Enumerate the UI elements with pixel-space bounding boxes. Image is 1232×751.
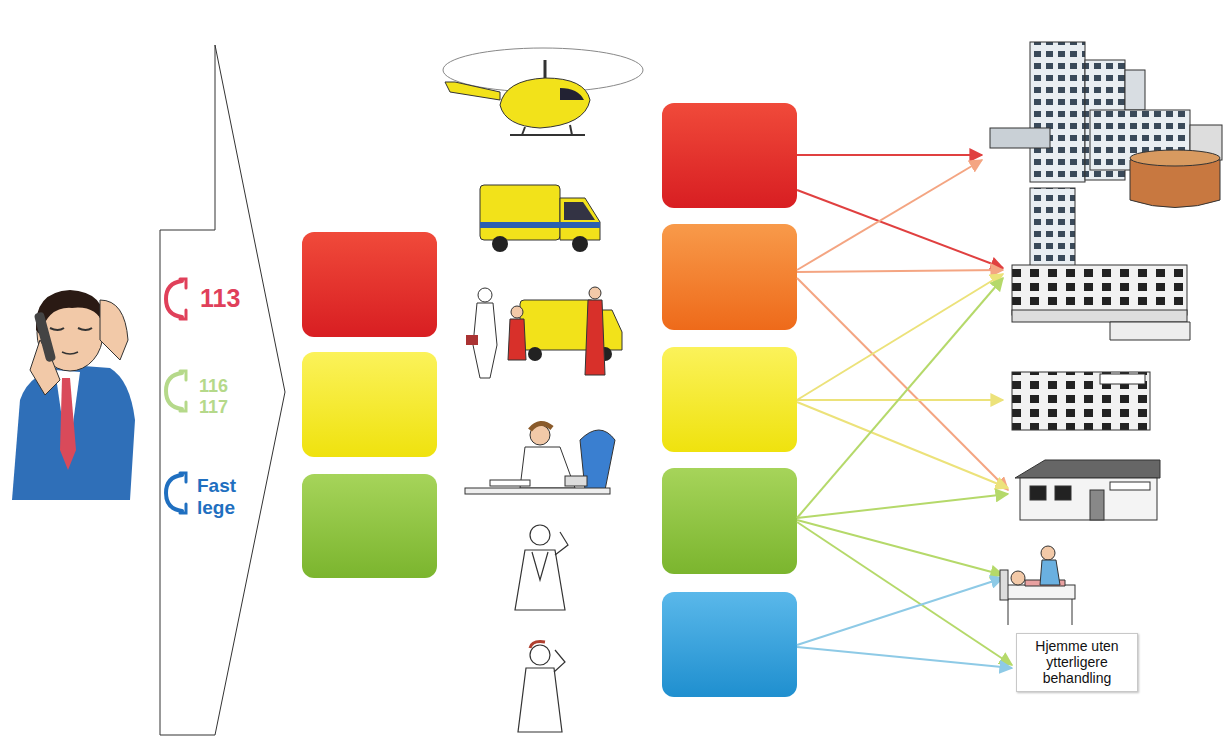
hospital-icon bbox=[1012, 188, 1190, 340]
nurse-icon bbox=[518, 642, 565, 732]
emergency-team-icon bbox=[466, 287, 622, 378]
triage-box bbox=[302, 232, 437, 578]
house-icon bbox=[1015, 460, 1160, 520]
outcome-box: Hjemme uten ytterligere behandling bbox=[1016, 633, 1138, 692]
flow-arrow bbox=[797, 155, 1012, 668]
caller-figure bbox=[12, 290, 135, 500]
call-channel-arrow: 113 116 117Fast lege bbox=[160, 45, 286, 736]
dispatcher-icon bbox=[465, 423, 615, 494]
phone-number: Fast lege bbox=[197, 475, 257, 519]
phone-number: 113 bbox=[200, 284, 260, 313]
home-care-icon bbox=[1000, 546, 1075, 625]
university-hospital-icon bbox=[990, 42, 1222, 208]
helicopter-icon bbox=[443, 48, 643, 135]
clinic-icon bbox=[1012, 372, 1150, 430]
phone-icon bbox=[166, 279, 186, 513]
outcome-label: Hjemme uten ytterligere behandling bbox=[1035, 638, 1119, 686]
priority-box bbox=[662, 103, 797, 697]
ambulance-icon bbox=[480, 185, 600, 252]
phone-number: 116 117 bbox=[199, 376, 245, 417]
doctor-icon bbox=[515, 525, 568, 610]
